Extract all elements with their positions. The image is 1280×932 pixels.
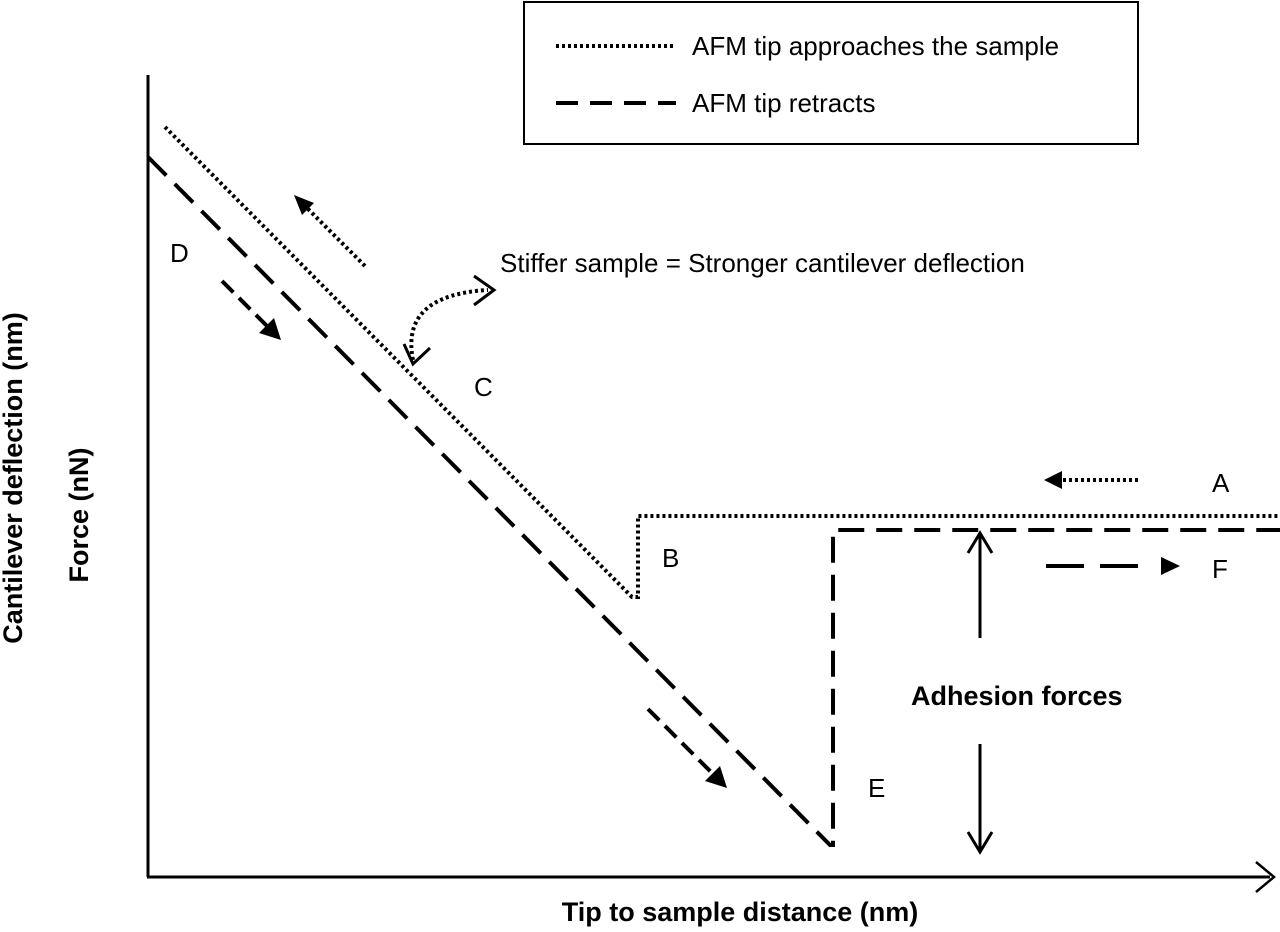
retract-direction-arrow-lower (646, 707, 718, 779)
x-axis-label: Tip to sample distance (nm) (562, 897, 919, 927)
retract-curve (146, 155, 1280, 847)
x-axis-arrowhead (1255, 861, 1276, 893)
y-axis-label-outer: Cantilever deflection (nm) (0, 312, 28, 644)
point-label-d: D (170, 238, 189, 268)
point-label-b: B (662, 543, 679, 573)
legend-retract-label: AFM tip retracts (692, 88, 875, 118)
stiffness-curved-arrow (409, 288, 489, 361)
adhesion-annotation: Adhesion forces (911, 681, 1123, 711)
adhesion-arrowhead-up (966, 530, 994, 554)
stiffness-arrowhead-right (473, 274, 497, 307)
approach-direction-arrow (298, 199, 367, 268)
approach-direction-arrowhead (294, 195, 314, 215)
axes (146, 75, 1276, 893)
retract-direction-arrowhead-lower (705, 766, 727, 788)
point-label-e: E (868, 773, 885, 803)
approach-arrowhead-a (1044, 471, 1062, 489)
y-axis-label-inner: Force (nN) (64, 448, 94, 583)
legend-box (523, 1, 1139, 145)
legend-approach-label: AFM tip approaches the sample (692, 31, 1059, 61)
retract-direction-arrow-upper (220, 279, 274, 333)
retract-arrowhead-f (1161, 557, 1180, 575)
legend: AFM tip approaches the sample AFM tip re… (523, 1, 1139, 145)
stiffness-arrowhead-left (402, 343, 432, 367)
approach-curve (163, 125, 1280, 599)
stiffness-annotation: Stiffer sample = Stronger cantilever def… (500, 248, 1025, 278)
retract-direction-arrowhead-upper (259, 318, 281, 340)
point-label-f: F (1212, 554, 1228, 584)
point-label-c: C (474, 372, 493, 402)
point-label-a: A (1212, 468, 1230, 498)
adhesion-arrowhead-down (966, 831, 994, 855)
